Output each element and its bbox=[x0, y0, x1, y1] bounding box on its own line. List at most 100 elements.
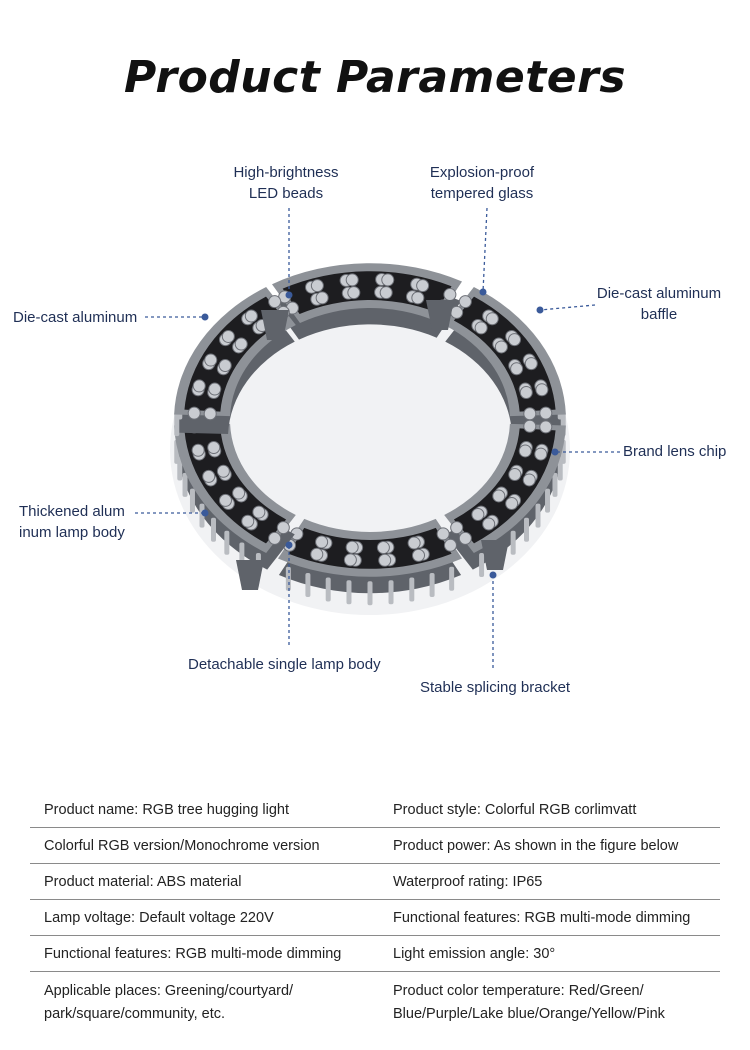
cooling-fin bbox=[524, 517, 530, 542]
led-bead bbox=[315, 291, 329, 305]
led-bead bbox=[482, 517, 496, 531]
spec-applicable-places: Applicable places: Greening/courtyard/ p… bbox=[44, 983, 294, 1022]
led-bead bbox=[505, 497, 519, 511]
leader-bracket-dot bbox=[489, 571, 497, 579]
leader-lines bbox=[135, 207, 620, 668]
led-bead bbox=[203, 407, 217, 421]
spec-version: Colorful RGB version/Monochrome version bbox=[44, 837, 320, 854]
led-bead bbox=[494, 340, 508, 354]
spec-power: Product power: As shown in the figure be… bbox=[393, 837, 679, 854]
spec-row: Colorful RGB version/Monochrome version … bbox=[30, 828, 720, 864]
cooling-fin bbox=[182, 472, 188, 497]
led-bead bbox=[216, 464, 230, 478]
callout-aluminum-baffle: Die-cast aluminum baffle bbox=[584, 283, 734, 325]
led-bead bbox=[268, 531, 282, 545]
led-bead bbox=[522, 473, 536, 487]
cooling-fin bbox=[210, 517, 216, 542]
lamp-segment bbox=[272, 263, 463, 340]
cooling-fin bbox=[557, 456, 563, 481]
led-bead bbox=[539, 420, 553, 434]
callout-lamp-body-line2: inum lamp body bbox=[19, 524, 125, 541]
lamp-segment bbox=[444, 419, 566, 577]
callout-bracket: Stable splicing bracket bbox=[420, 679, 571, 696]
lamp-segment bbox=[277, 518, 463, 606]
cooling-fin bbox=[367, 581, 373, 606]
product-diagram bbox=[135, 207, 620, 668]
leader-die-cast-aluminum-dot bbox=[201, 313, 209, 321]
led-bead bbox=[187, 406, 201, 420]
callout-led-beads-line2: LED beads bbox=[248, 185, 324, 202]
cooling-fin bbox=[552, 472, 558, 497]
callout-tempered-glass-line2: tempered glass bbox=[430, 185, 534, 202]
led-bead bbox=[485, 312, 499, 326]
led-bead bbox=[379, 286, 393, 300]
callout-tempered-glass: Explosion-proof tempered glass bbox=[412, 162, 552, 204]
led-bead bbox=[407, 536, 421, 550]
spec-emission-angle: Light emission angle: 30° bbox=[393, 945, 556, 962]
led-bead bbox=[523, 419, 537, 433]
cooling-fin bbox=[449, 566, 455, 591]
callout-led-beads-line1: High-brightness bbox=[233, 164, 339, 181]
led-bead bbox=[443, 288, 457, 302]
led-bead bbox=[510, 362, 524, 376]
led-bead bbox=[492, 489, 506, 503]
led-bead bbox=[436, 527, 450, 541]
cooling-fin bbox=[510, 530, 516, 555]
spec-waterproof: Waterproof rating: IP65 bbox=[393, 873, 543, 890]
led-bead bbox=[204, 353, 218, 367]
led-bead bbox=[218, 359, 232, 373]
spec-row: Product material: ABS material Waterproo… bbox=[30, 864, 720, 900]
callout-lamp-body-line1: Thickened alum bbox=[19, 503, 125, 520]
led-bead bbox=[192, 379, 206, 393]
callout-aluminum-baffle-line2: baffle bbox=[640, 306, 678, 323]
cooling-fin bbox=[479, 552, 485, 577]
led-bead bbox=[310, 279, 324, 293]
lamp-segment bbox=[444, 287, 566, 437]
spec-row: Applicable places: Greening/courtyard/ p… bbox=[30, 972, 720, 1040]
led-bead bbox=[268, 295, 282, 309]
leader-detachable-dot bbox=[285, 541, 293, 549]
callout-lens-chip: Brand lens chip bbox=[623, 443, 727, 460]
spec-row: Lamp voltage: Default voltage 220V Funct… bbox=[30, 900, 720, 936]
led-bead bbox=[508, 333, 522, 347]
splicing-bracket bbox=[481, 540, 509, 570]
spec-product-name: Product name: RGB tree hugging light bbox=[44, 801, 290, 818]
callout-lamp-body: Thickened alum inum lamp body bbox=[19, 501, 125, 543]
callout-led-beads: High-brightness LED beads bbox=[216, 162, 356, 204]
spec-voltage: Lamp voltage: Default voltage 220V bbox=[44, 909, 274, 926]
callout-tempered-glass-line1: Explosion-proof bbox=[429, 164, 535, 181]
led-bead bbox=[343, 553, 357, 567]
led-bead bbox=[416, 279, 430, 293]
led-bead bbox=[221, 329, 235, 343]
callout-die-cast-aluminum: Die-cast aluminum bbox=[13, 309, 138, 326]
led-bead bbox=[381, 273, 395, 287]
cooling-fin bbox=[224, 530, 230, 555]
spec-color-temperature: Product color temperature: Red/Green/ Bl… bbox=[393, 983, 665, 1022]
cooling-fin bbox=[305, 573, 311, 598]
cooling-fin bbox=[545, 488, 551, 513]
led-bead bbox=[347, 286, 361, 300]
lamp-segment bbox=[174, 419, 296, 577]
callout-detachable: Detachable single lamp body bbox=[188, 656, 381, 673]
leader-lens-chip-dot bbox=[551, 448, 559, 456]
cooling-fin bbox=[199, 503, 205, 528]
led-bead bbox=[412, 548, 426, 562]
led-bead bbox=[315, 535, 329, 549]
led-bead bbox=[443, 538, 457, 552]
led-bead bbox=[535, 383, 549, 397]
led-bead bbox=[523, 407, 537, 421]
lamp-ring bbox=[170, 263, 570, 615]
led-bead bbox=[450, 305, 464, 319]
lamp-segment bbox=[174, 287, 296, 437]
leader-aluminum-baffle-dot bbox=[536, 306, 544, 314]
led-bead bbox=[458, 531, 472, 545]
cooling-fin bbox=[409, 577, 415, 602]
led-bead bbox=[252, 505, 266, 519]
spec-product-style: Product style: Colorful RGB corlimvatt bbox=[393, 801, 637, 818]
spec-row: Product name: RGB tree hugging light Pro… bbox=[30, 792, 720, 828]
cooling-fin bbox=[189, 488, 195, 513]
leader-led-beads-dot bbox=[285, 291, 293, 299]
splicing-bracket bbox=[426, 300, 454, 330]
spec-features: Functional features: RGB multi-mode dimm… bbox=[393, 909, 691, 926]
led-bead bbox=[202, 469, 216, 483]
